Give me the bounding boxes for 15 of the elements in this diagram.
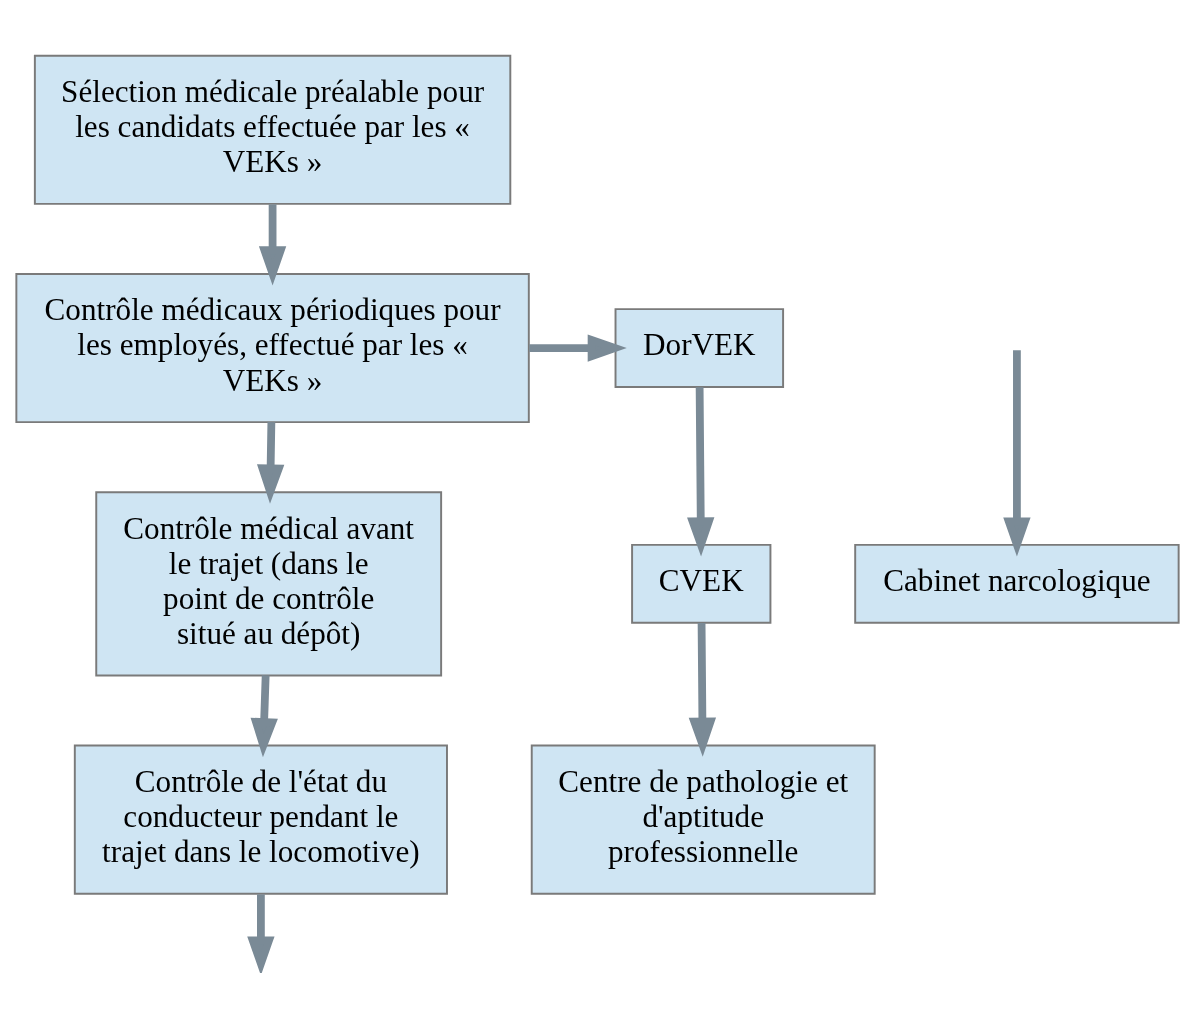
node-box: Contrôle médicaux périodiques pour les employés, effectué par les « VEKs » xyxy=(15,273,530,424)
arrow xyxy=(258,204,287,286)
arrow xyxy=(529,334,627,362)
node-box: CVEK xyxy=(631,543,772,624)
arrow xyxy=(247,894,275,973)
node-box: DorVEK xyxy=(614,308,785,388)
node-box: Contrôle de l'état du conducteur pendant le trajet dans le locomotive) xyxy=(73,744,448,895)
arrow xyxy=(250,675,278,758)
arrow xyxy=(257,422,285,504)
node-box: Centre de pathologie et d'aptitude professionnelle xyxy=(530,744,876,895)
arrow xyxy=(687,387,715,557)
arrow xyxy=(688,623,717,757)
node-box: Sélection médicale préalable pour les candidats effectuée par les « VEKs » xyxy=(33,54,512,205)
node-box: Contrôle médical avant le trajet (dans le point de contrôle situé au dépôt) xyxy=(95,491,443,677)
node-box: Cabinet narcologique xyxy=(854,543,1180,624)
